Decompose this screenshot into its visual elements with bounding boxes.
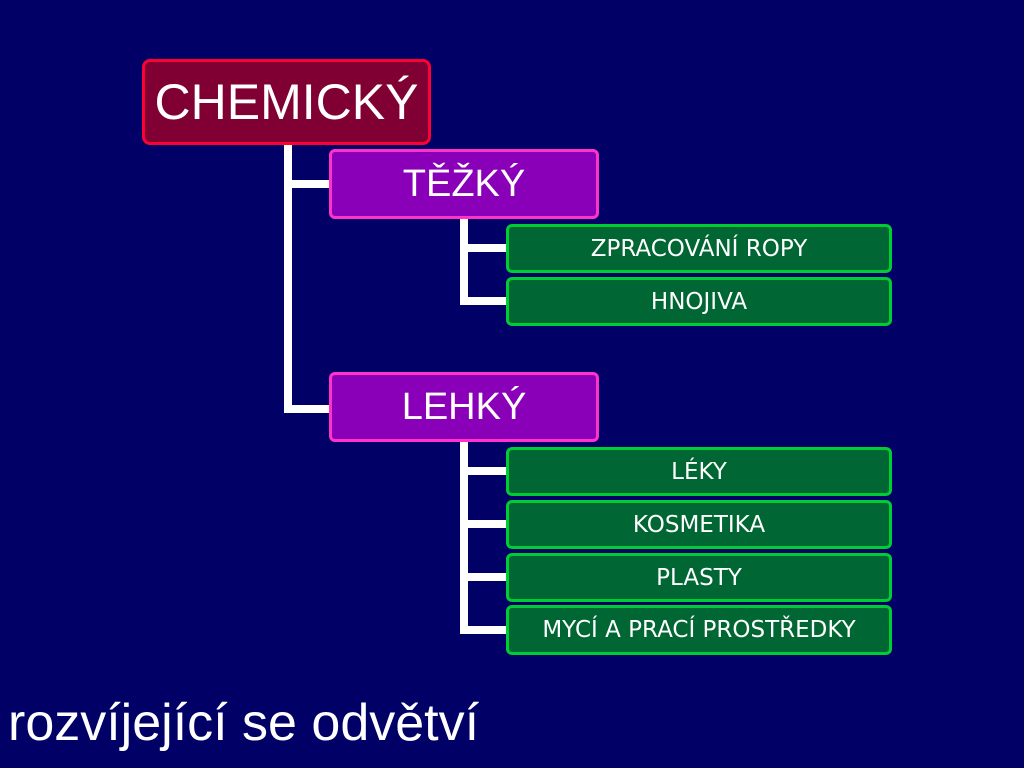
node-chemicky: CHEMICKÝ (142, 59, 431, 145)
connector-lehky-to-leaf-2 (460, 520, 510, 528)
node-lehky: LEHKÝ (329, 372, 599, 442)
node-plasty: PLASTY (506, 553, 892, 602)
connector-lehky-vertical (460, 441, 468, 634)
node-hnojiva: HNOJIVA (506, 277, 892, 326)
connector-lehky-to-leaf-1 (460, 467, 510, 475)
node-leky: LÉKY (506, 447, 892, 496)
node-myci-a-praci-prostredky: MYCÍ A PRACÍ PROSTŘEDKY (506, 605, 892, 655)
connector-lehky-to-leaf-4 (460, 626, 510, 634)
footer-caption: rozvíjející se odvětví (8, 694, 480, 752)
node-kosmetika: KOSMETIKA (506, 500, 892, 549)
connector-root-to-tezky (284, 180, 334, 188)
connector-tezky-to-leaf-2 (460, 297, 510, 305)
connector-tezky-vertical (460, 218, 468, 305)
connector-tezky-to-leaf-1 (460, 244, 510, 252)
node-tezky: TĚŽKÝ (329, 149, 599, 219)
connector-root-to-lehky (284, 405, 334, 413)
connector-root-vertical (284, 143, 292, 413)
connector-lehky-to-leaf-3 (460, 573, 510, 581)
node-zpracovani-ropy: ZPRACOVÁNÍ ROPY (506, 224, 892, 273)
